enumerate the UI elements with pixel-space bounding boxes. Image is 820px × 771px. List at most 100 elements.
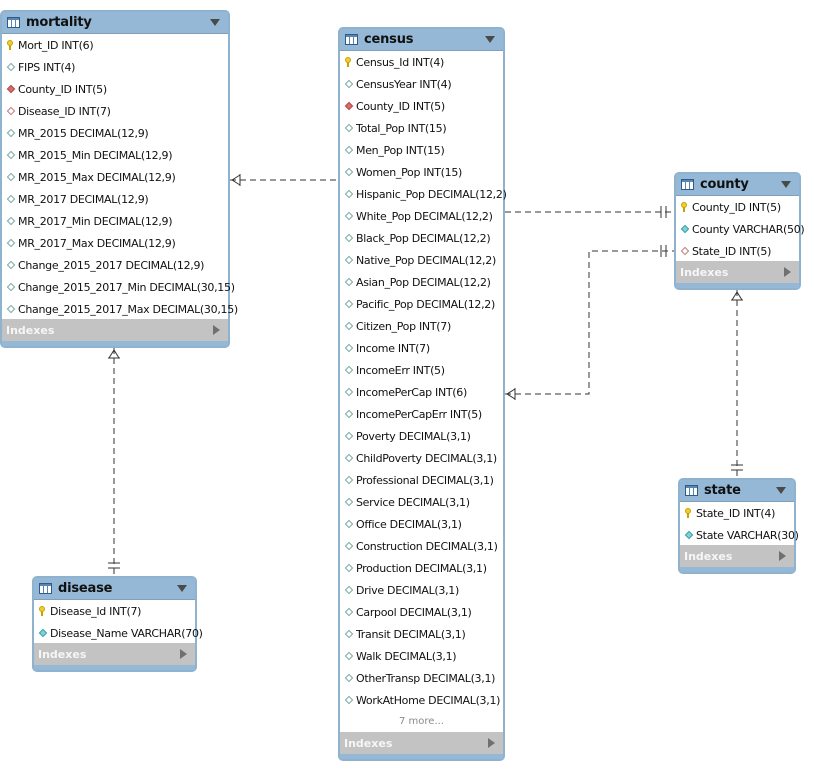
- column-row[interactable]: MR_2017_Max DECIMAL(12,9): [2, 232, 228, 254]
- column-row[interactable]: Professional DECIMAL(3,1): [340, 469, 503, 491]
- column-row[interactable]: Construction DECIMAL(3,1): [340, 535, 503, 557]
- primary-key-icon: [684, 508, 694, 518]
- indexes-section[interactable]: Indexes: [34, 643, 195, 665]
- table-header[interactable]: state: [680, 480, 794, 502]
- one-marker: [660, 206, 667, 218]
- state-table[interactable]: state State_ID INT(4) State VARCHAR(30) I…: [678, 478, 799, 574]
- column-row[interactable]: Drive DECIMAL(3,1): [340, 579, 503, 601]
- column-row[interactable]: State_ID INT(5): [676, 240, 799, 262]
- column-label: County_ID INT(5): [692, 200, 781, 214]
- indexes-section[interactable]: Indexes: [2, 319, 228, 341]
- column-row[interactable]: ChildPoverty DECIMAL(3,1): [340, 447, 503, 469]
- disease-table[interactable]: disease Disease_Id INT(7)Disease_Name VA…: [32, 576, 203, 672]
- column-row[interactable]: Service DECIMAL(3,1): [340, 491, 503, 513]
- column-icon: [6, 282, 16, 292]
- column-row[interactable]: County_ID INT(5): [340, 95, 503, 117]
- column-row[interactable]: Women_Pop INT(15): [340, 161, 503, 183]
- column-row[interactable]: MR_2017 DECIMAL(12,9): [2, 188, 228, 210]
- column-row[interactable]: County_ID INT(5): [676, 196, 799, 218]
- column-label: Mort_ID INT(6): [18, 38, 94, 52]
- column-row[interactable]: State VARCHAR(30): [680, 524, 799, 546]
- column-row[interactable]: Production DECIMAL(3,1): [340, 557, 503, 579]
- column-row[interactable]: State_ID INT(4): [680, 502, 794, 524]
- collapse-arrow-icon[interactable]: [210, 19, 220, 26]
- county-table[interactable]: county County_ID INT(5) County VARCHAR(50…: [674, 172, 805, 290]
- column-row[interactable]: Asian_Pop DECIMAL(12,2): [340, 271, 503, 293]
- column-row[interactable]: Hispanic_Pop DECIMAL(12,2): [340, 183, 507, 205]
- column-row[interactable]: Poverty DECIMAL(3,1): [340, 425, 503, 447]
- column-list: Disease_Id INT(7)Disease_Name VARCHAR(70…: [34, 600, 203, 644]
- indexes-section[interactable]: Indexes: [340, 732, 503, 754]
- column-row[interactable]: IncomePerCapErr INT(5): [340, 403, 503, 425]
- expand-arrow-icon[interactable]: [779, 551, 786, 561]
- column-row[interactable]: Total_Pop INT(15): [340, 117, 503, 139]
- column-row[interactable]: Black_Pop DECIMAL(12,2): [340, 227, 503, 249]
- column-row[interactable]: County VARCHAR(50): [676, 218, 805, 240]
- column-row[interactable]: Pacific_Pop DECIMAL(12,2): [340, 293, 503, 315]
- expand-arrow-icon[interactable]: [784, 267, 791, 277]
- table-footer: [2, 341, 228, 346]
- column-row[interactable]: Income INT(7): [340, 337, 503, 359]
- table-title: mortality: [26, 15, 92, 30]
- column-row[interactable]: IncomeErr INT(5): [340, 359, 503, 381]
- column-label: MR_2015 DECIMAL(12,9): [18, 126, 149, 140]
- column-label: IncomePerCap INT(6): [356, 385, 467, 399]
- column-row[interactable]: IncomePerCap INT(6): [340, 381, 503, 403]
- column-row[interactable]: Census_Id INT(4): [340, 51, 503, 73]
- table-header[interactable]: county: [676, 174, 799, 196]
- column-label: Office DECIMAL(3,1): [356, 517, 462, 531]
- column-label: State_ID INT(4): [696, 506, 776, 520]
- collapse-arrow-icon[interactable]: [485, 36, 495, 43]
- table-header[interactable]: census: [340, 29, 503, 51]
- census-table[interactable]: census Census_Id INT(4)CensusYear INT(4)…: [338, 27, 507, 761]
- column-label: Asian_Pop DECIMAL(12,2): [356, 275, 491, 289]
- column-row[interactable]: Change_2015_2017_Max DECIMAL(30,15): [2, 298, 238, 320]
- column-row[interactable]: Men_Pop INT(15): [340, 139, 503, 161]
- foreign-key-icon: [344, 101, 354, 111]
- column-row[interactable]: White_Pop DECIMAL(12,2): [340, 205, 503, 227]
- column-row[interactable]: MR_2015 DECIMAL(12,9): [2, 122, 228, 144]
- column-row[interactable]: Carpool DECIMAL(3,1): [340, 601, 503, 623]
- column-row[interactable]: Change_2015_2017 DECIMAL(12,9): [2, 254, 228, 276]
- column-row[interactable]: Transit DECIMAL(3,1): [340, 623, 503, 645]
- column-row[interactable]: CensusYear INT(4): [340, 73, 503, 95]
- column-label: Drive DECIMAL(3,1): [356, 583, 459, 597]
- crowsfoot-marker: [108, 349, 120, 359]
- collapse-arrow-icon[interactable]: [776, 487, 786, 494]
- column-icon: [344, 79, 354, 89]
- column-row[interactable]: Change_2015_2017_Min DECIMAL(30,15): [2, 276, 235, 298]
- indexes-section[interactable]: Indexes: [680, 545, 794, 567]
- collapse-arrow-icon[interactable]: [781, 181, 791, 188]
- expand-arrow-icon[interactable]: [180, 649, 187, 659]
- expand-arrow-icon[interactable]: [213, 325, 220, 335]
- column-row[interactable]: MR_2015_Min DECIMAL(12,9): [2, 144, 228, 166]
- mortality-table[interactable]: mortality Mort_ID INT(6) FIPS INT(4)Count…: [0, 10, 238, 348]
- column-row[interactable]: Walk DECIMAL(3,1): [340, 645, 503, 667]
- column-row[interactable]: Citizen_Pop INT(7): [340, 315, 503, 337]
- column-row[interactable]: FIPS INT(4): [2, 56, 228, 78]
- column-row[interactable]: Disease_ID INT(7): [2, 100, 228, 122]
- table-header[interactable]: mortality: [2, 12, 228, 34]
- more-columns-link[interactable]: 7 more...: [399, 716, 444, 727]
- collapse-arrow-icon[interactable]: [177, 585, 187, 592]
- table-header[interactable]: disease: [34, 578, 195, 600]
- column-row[interactable]: Disease_Name VARCHAR(70): [34, 622, 203, 644]
- column-row[interactable]: OtherTransp DECIMAL(3,1): [340, 667, 503, 689]
- column-label: State VARCHAR(30): [696, 528, 799, 542]
- crowsfoot-marker: [506, 388, 516, 400]
- column-row[interactable]: MR_2015_Max DECIMAL(12,9): [2, 166, 228, 188]
- column-label: County VARCHAR(50): [692, 222, 805, 236]
- column-row[interactable]: Mort_ID INT(6): [2, 34, 228, 56]
- column-label: MR_2017_Max DECIMAL(12,9): [18, 236, 176, 250]
- indexes-section[interactable]: Indexes: [676, 261, 799, 283]
- column-row[interactable]: MR_2017_Min DECIMAL(12,9): [2, 210, 228, 232]
- column-row[interactable]: Disease_Id INT(7): [34, 600, 195, 622]
- column-row[interactable]: Native_Pop DECIMAL(12,2): [340, 249, 503, 271]
- table-icon: [681, 179, 694, 190]
- column-label: Change_2015_2017 DECIMAL(12,9): [18, 258, 205, 272]
- column-row[interactable]: WorkAtHome DECIMAL(3,1): [340, 689, 503, 711]
- expand-arrow-icon[interactable]: [488, 738, 495, 748]
- indexes-label: Indexes: [6, 323, 55, 337]
- column-row[interactable]: Office DECIMAL(3,1): [340, 513, 503, 535]
- column-row[interactable]: County_ID INT(5): [2, 78, 228, 100]
